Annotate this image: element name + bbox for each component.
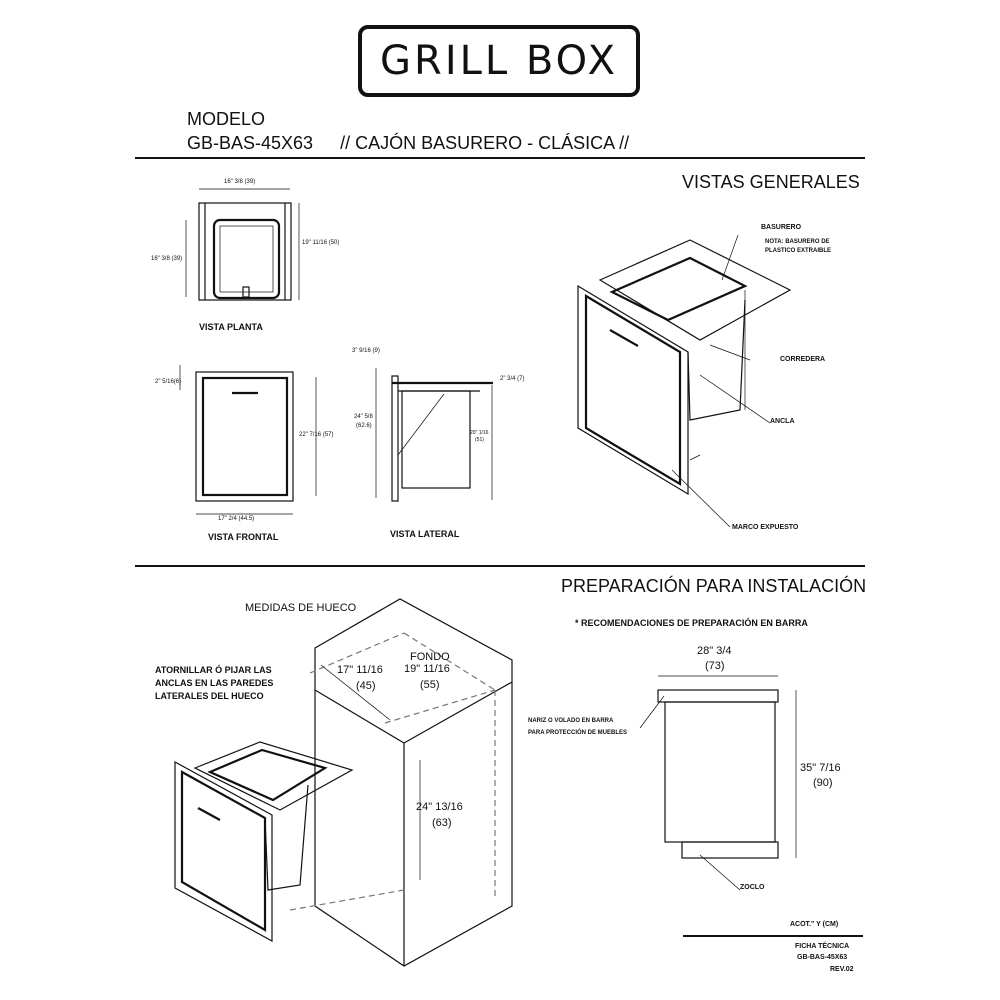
- footer-divider: [683, 935, 863, 937]
- side-bin-dim-1: 20" 1/16: [470, 430, 489, 436]
- side-top-dim: 3" 9/16 (9): [352, 348, 380, 354]
- side-bin-dim-2: (51): [475, 437, 484, 443]
- opening-depth-label: FONDO: [410, 651, 450, 663]
- opening-label: MEDIDAS DE HUECO: [245, 602, 357, 614]
- front-width-dim: 17" 2/4 (44.5): [218, 516, 255, 522]
- side-view-drawing: [375, 368, 493, 502]
- install-drawing: [174, 598, 513, 967]
- callout-note-1: NOTA: BASURERO DE: [765, 239, 830, 245]
- front-view-label: VISTA FRONTAL: [208, 532, 279, 542]
- bar-width-value: 28" 3/4: [697, 645, 732, 657]
- model-code-line: GB-BAS-45X63 // CAJÓN BASURERO - CLÁSICA…: [187, 133, 629, 154]
- plan-view-drawing: [185, 188, 300, 301]
- callout-slide: CORREDERA: [780, 356, 826, 363]
- opening-depth-value: 19" 11/16: [404, 663, 450, 675]
- nose-note-2: PARA PROTECCIÓN DE MUEBLES: [528, 730, 628, 736]
- header-divider: [135, 157, 865, 159]
- general-views-title: VISTAS GENERALES: [682, 172, 860, 192]
- anchor-note-2: ANCLAS EN LAS PAREDES: [155, 678, 274, 688]
- bar-recommendations: * RECOMENDACIONES DE PREPARACIÓN EN BARR…: [575, 618, 808, 628]
- callout-note-2: PLASTICO EXTRAIBLE: [765, 248, 832, 254]
- front-view-drawing: [179, 365, 317, 515]
- opening-height-value: 24" 13/16: [416, 801, 463, 813]
- installation-title: PREPARACIÓN PARA INSTALACIÓN: [561, 576, 867, 596]
- sheet-label: FICHA TÉCNICA: [795, 943, 850, 950]
- bar-height-cm: (90): [813, 777, 833, 789]
- brand-logo-text: GRILL BOX: [380, 38, 618, 84]
- plan-width-dim: 16" 3/8 (39): [224, 179, 256, 185]
- opening-width-cm: (45): [356, 680, 376, 692]
- model-description: // CAJÓN BASURERO - CLÁSICA //: [340, 133, 630, 153]
- anchor-note-3: LATERALES DEL HUECO: [155, 691, 264, 701]
- callout-anchor: ANCLA: [770, 418, 795, 425]
- bar-elevation-drawing: [639, 675, 797, 891]
- anchor-note-1: ATORNILLAR Ó PIJAR LAS: [155, 665, 272, 675]
- side-view-label: VISTA LATERAL: [390, 529, 460, 539]
- front-height-dim: 22" 7/16 (57): [299, 432, 334, 438]
- side-right-top-dim: 2" 3/4 (7): [500, 376, 525, 382]
- model-label: MODELO: [187, 109, 266, 129]
- opening-depth-cm: (55): [420, 679, 440, 691]
- model-code: GB-BAS-45X63: [187, 133, 314, 153]
- sheet-rev: REV.02: [830, 966, 854, 973]
- opening-height-cm: (63): [432, 817, 452, 829]
- side-height-dim-1: 24" 5/8: [354, 414, 373, 420]
- bar-width-cm: (73): [705, 660, 725, 672]
- callout-frame: MARCO EXPUESTO: [732, 524, 799, 531]
- sheet-code: GB-BAS-45X63: [797, 954, 848, 961]
- iso-view-drawing: [577, 234, 792, 528]
- callout-bin: BASURERO: [761, 224, 802, 231]
- nose-note-1: NARIZ O VOLADO EN BARRA: [528, 718, 614, 724]
- opening-width-value: 17" 11/16: [337, 664, 383, 676]
- front-top-dim: 2" 5/16(6): [155, 379, 182, 385]
- plan-view-label: VISTA PLANTA: [199, 322, 263, 332]
- brand-logo: GRILL BOX: [358, 25, 640, 97]
- plan-depth-dim-right: 19" 11/16 (50): [302, 240, 340, 246]
- section-divider: [135, 565, 865, 567]
- plan-depth-dim-left: 16" 3/8 (39): [151, 256, 183, 262]
- plinth-label: ZOCLO: [740, 884, 765, 891]
- side-height-dim-2: (62.6): [356, 423, 372, 429]
- bar-height-value: 35" 7/16: [800, 762, 841, 774]
- units-note: ACOT." Y (CM): [790, 921, 839, 928]
